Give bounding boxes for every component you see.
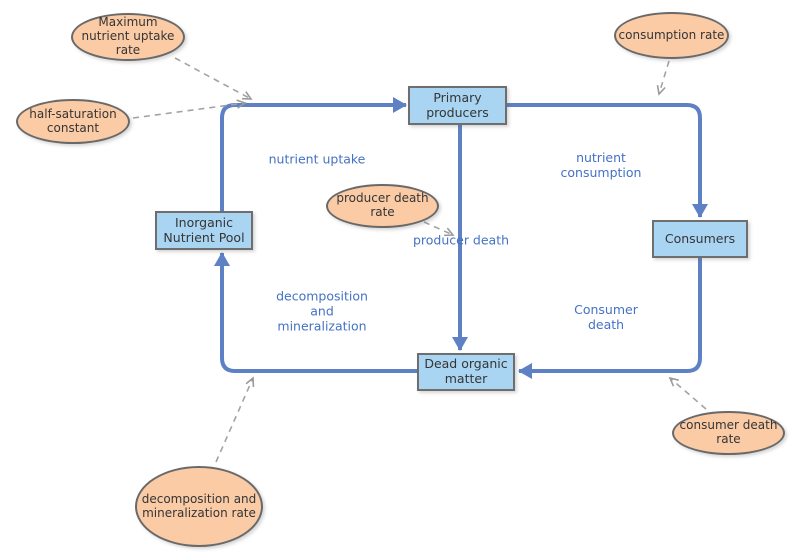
ellipse-consumer-death-rate: consumer death rate: [672, 411, 785, 455]
ellipse-decomposition-and-mineralization-rate-label: decomposition and mineralization rate: [141, 491, 257, 520]
label-consumer-death: Consumer death: [574, 302, 638, 332]
label-decomposition-and-mineralization: decomposition and mineralization: [276, 288, 368, 334]
ellipse-maximum-nutrient-uptake-rate-label: Maximum nutrient uptake rate: [81, 15, 175, 57]
ellipse-consumption-rate-label: consumption rate: [618, 27, 725, 42]
param-arrow-consumer-death-rate: [668, 376, 707, 410]
ellipse-consumption-rate: consumption rate: [614, 12, 729, 59]
flow-consumer-death-arrow: [518, 258, 702, 379]
box-primary-producers-label: Primary producers: [426, 89, 489, 120]
ellipse-producer-death-rate-label: producer death rate: [336, 191, 429, 219]
label-nutrient-consumption: nutrient consumption: [560, 150, 642, 180]
box-dead-organic-matter-label: Dead organic matter: [424, 356, 508, 386]
box-dead-organic-matter: Dead organic matter: [417, 353, 515, 391]
label-producer-death: producer death: [412, 232, 510, 248]
flow-decomposition-arrow: [214, 252, 417, 373]
param-arrow-half-saturation: [132, 99, 247, 119]
param-arrow-consumption-rate: [656, 60, 670, 96]
ellipse-half-saturation-constant-label: half-saturation constant: [29, 106, 117, 135]
box-inorganic-nutrient-pool-label: Inorganic Nutrient Pool: [163, 214, 245, 245]
ellipse-maximum-nutrient-uptake-rate: Maximum nutrient uptake rate: [71, 13, 185, 61]
ellipse-half-saturation-constant: half-saturation constant: [16, 99, 130, 144]
ellipse-decomposition-and-mineralization-rate: decomposition and mineralization rate: [135, 466, 263, 547]
box-consumers-label: Consumers: [664, 230, 736, 246]
label-nutrient-uptake: nutrient uptake: [268, 151, 366, 167]
box-consumers: Consumers: [652, 220, 748, 258]
param-arrow-max-uptake-rate: [174, 57, 253, 100]
flow-nutrient-consumption-arrow: [507, 103, 708, 218]
ellipse-consumer-death-rate-label: consumer death rate: [679, 418, 778, 446]
box-primary-producers: Primary producers: [408, 86, 507, 125]
ellipse-producer-death-rate: producer death rate: [326, 184, 439, 228]
param-arrow-producer-death-rate: [423, 221, 455, 237]
box-inorganic-nutrient-pool: Inorganic Nutrient Pool: [155, 211, 253, 250]
param-arrow-decomposition-rate: [215, 376, 255, 463]
